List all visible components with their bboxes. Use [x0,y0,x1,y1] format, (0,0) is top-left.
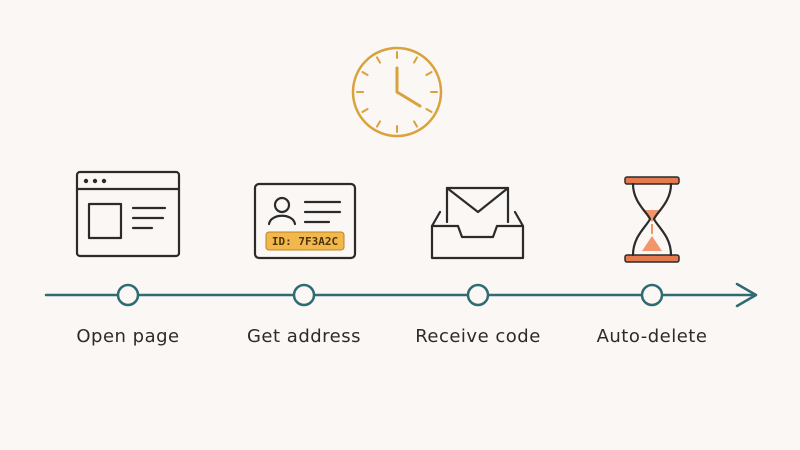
step-label-open-page: Open page [76,326,180,347]
hourglass-icon [624,176,680,263]
timeline [44,282,758,308]
id-badge: ID: 7F3A2C [265,231,345,251]
timeline-node-2 [292,283,316,307]
step-label-receive-code: Receive code [415,326,541,347]
id-card-icon [253,182,357,260]
clock-icon [351,46,443,138]
timeline-nodes [116,283,664,307]
inbox-envelope-icon [430,186,525,260]
timeline-node-4 [640,283,664,307]
step-label-auto-delete: Auto-delete [596,326,708,347]
browser-window-icon [75,170,181,258]
step-label-get-address: Get address [246,326,362,347]
timeline-node-1 [116,283,140,307]
id-badge-text: ID: 7F3A2C [272,235,338,248]
timeline-arrow-icon [735,282,758,308]
timeline-node-3 [466,283,490,307]
